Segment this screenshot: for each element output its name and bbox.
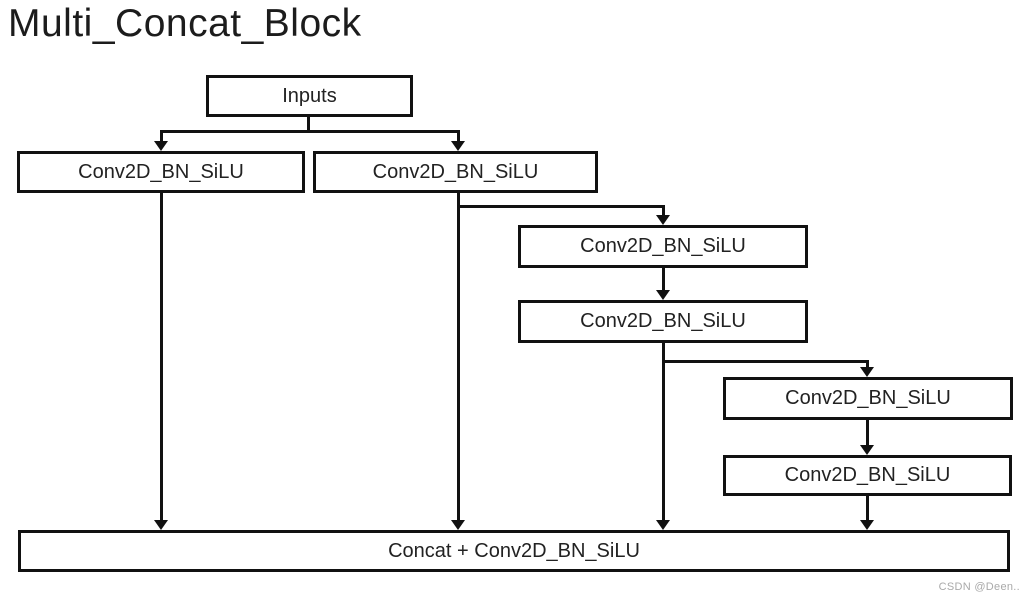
edge-conv-mid-1-to-conv-mid-2	[662, 268, 665, 291]
node-conv-left: Conv2D_BN_SiLU	[17, 151, 305, 193]
edge-conv-right2-2-to-concat	[866, 496, 869, 521]
node-conv-right-label: Conv2D_BN_SiLU	[372, 160, 539, 183]
arrowhead-conv-left-to-concat	[154, 520, 168, 530]
arrowhead-conv-right2-2-to-concat	[860, 520, 874, 530]
edge-inputs-to-conv-right-drop	[457, 130, 460, 142]
edge-conv-mid-2-to-concat	[662, 343, 665, 521]
node-conv-right2-1: Conv2D_BN_SiLU	[723, 377, 1013, 420]
arrowhead-inputs-to-conv-left	[154, 141, 168, 151]
node-conv-left-label: Conv2D_BN_SiLU	[78, 160, 244, 183]
arrowhead-conv-mid-2-to-concat	[656, 520, 670, 530]
node-conv-mid-1: Conv2D_BN_SiLU	[518, 225, 808, 268]
edge-inputs-to-conv-left-drop	[160, 130, 163, 142]
node-concat-label: Concat + Conv2D_BN_SiLU	[388, 539, 640, 562]
edge-inputs-stub	[307, 117, 310, 133]
edge-conv-right2-1-to-conv-right2-2	[866, 420, 869, 446]
edge-conv-right-to-concat	[457, 193, 460, 521]
edge-inputs-fanout-horizontal	[160, 130, 460, 133]
node-inputs: Inputs	[206, 75, 413, 117]
watermark: CSDN @Deen..	[938, 581, 1020, 593]
arrowhead-conv-right-to-conv-mid-1	[656, 215, 670, 225]
arrowhead-inputs-to-conv-right	[451, 141, 465, 151]
arrowhead-conv-right2-1-to-conv-right2-2	[860, 445, 874, 455]
diagram-title: Multi_Concat_Block	[8, 2, 362, 45]
node-conv-right: Conv2D_BN_SiLU	[313, 151, 598, 193]
node-conv-mid-2-label: Conv2D_BN_SiLU	[580, 310, 746, 332]
node-inputs-label: Inputs	[282, 84, 337, 107]
node-concat: Concat + Conv2D_BN_SiLU	[18, 530, 1010, 572]
edge-conv-mid-2-branch-drop	[866, 360, 869, 368]
edge-conv-mid-2-branch-horizontal	[662, 360, 869, 363]
node-conv-right2-2-label: Conv2D_BN_SiLU	[784, 464, 951, 486]
arrowhead-conv-right-to-concat	[451, 520, 465, 530]
arrowhead-conv-mid-1-to-conv-mid-2	[656, 290, 670, 300]
arrowhead-conv-mid-2-to-conv-right2-1	[860, 367, 874, 377]
node-conv-right2-1-label: Conv2D_BN_SiLU	[785, 387, 951, 409]
node-conv-mid-1-label: Conv2D_BN_SiLU	[580, 235, 746, 257]
edge-conv-left-to-concat	[160, 193, 163, 521]
node-conv-mid-2: Conv2D_BN_SiLU	[518, 300, 808, 343]
node-conv-right2-2: Conv2D_BN_SiLU	[723, 455, 1012, 496]
edge-conv-right-branch-drop	[662, 205, 665, 216]
edge-conv-right-branch-horizontal	[457, 205, 665, 208]
